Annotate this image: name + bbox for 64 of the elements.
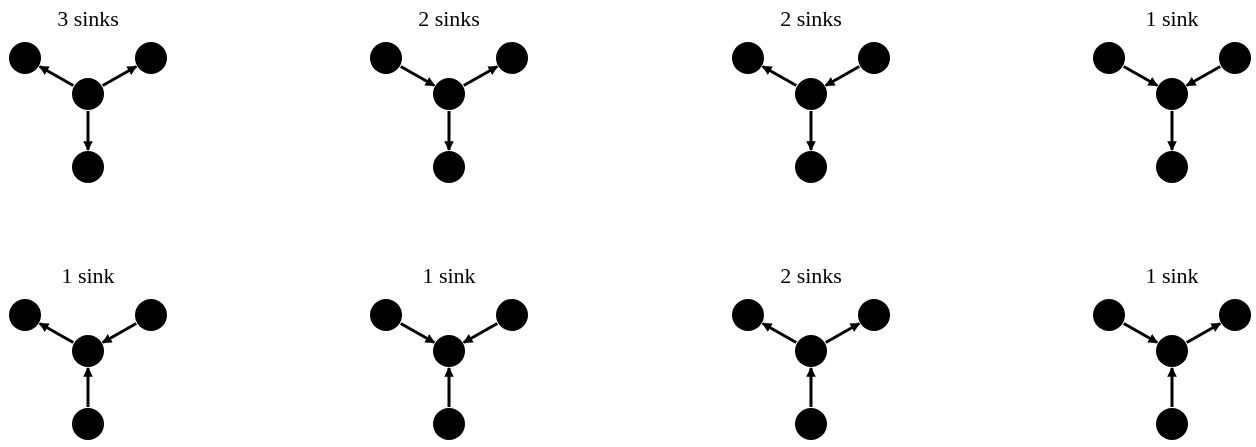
arrow bbox=[1123, 322, 1159, 344]
graph-vertex bbox=[135, 42, 167, 74]
arrow bbox=[38, 65, 74, 87]
arrow bbox=[761, 65, 797, 87]
arrow bbox=[400, 65, 436, 87]
graph-vertex bbox=[433, 335, 465, 367]
graph-vertex bbox=[9, 299, 41, 331]
arrow bbox=[462, 322, 498, 344]
graph-vertex bbox=[433, 151, 465, 183]
graph-vertex bbox=[433, 78, 465, 110]
graph-vertex bbox=[496, 42, 528, 74]
graph-caption: 2 sinks bbox=[417, 6, 481, 32]
arrow bbox=[101, 322, 137, 344]
graph-vertex bbox=[1156, 335, 1188, 367]
graph-vertex bbox=[732, 42, 764, 74]
graph-vertex bbox=[858, 42, 890, 74]
graph-vertex bbox=[72, 335, 104, 367]
arrow bbox=[38, 322, 74, 344]
graph-vertex bbox=[72, 78, 104, 110]
arrow bbox=[102, 65, 138, 87]
graph-vertex bbox=[1219, 299, 1251, 331]
arrow bbox=[463, 65, 499, 87]
arrow bbox=[1123, 65, 1159, 87]
graph-vertex bbox=[370, 299, 402, 331]
graph-caption: 1 sink bbox=[1144, 6, 1200, 32]
graph-vertex bbox=[732, 299, 764, 331]
graph-vertex bbox=[795, 408, 827, 440]
graph-vertex bbox=[795, 78, 827, 110]
graph-caption: 2 sinks bbox=[779, 263, 843, 289]
graph-vertex bbox=[1156, 151, 1188, 183]
arrow bbox=[806, 367, 816, 407]
graph-vertex bbox=[1156, 78, 1188, 110]
graph-vertex bbox=[135, 299, 167, 331]
arrow bbox=[1167, 367, 1177, 407]
graph-vertex bbox=[795, 335, 827, 367]
graph-caption: 1 sink bbox=[421, 263, 477, 289]
graph-caption: 1 sink bbox=[1144, 263, 1200, 289]
graph-vertex bbox=[858, 299, 890, 331]
graph-vertex bbox=[496, 299, 528, 331]
arrow bbox=[824, 65, 860, 87]
arrow bbox=[825, 322, 861, 344]
arrow bbox=[806, 111, 816, 151]
graph-vertex bbox=[1093, 299, 1125, 331]
arrow bbox=[400, 322, 436, 344]
graph-vertex bbox=[795, 151, 827, 183]
graph-vertex bbox=[72, 151, 104, 183]
graph-vertex bbox=[9, 42, 41, 74]
arrow bbox=[1167, 111, 1177, 151]
graph-vertex bbox=[72, 408, 104, 440]
arrow bbox=[1186, 322, 1222, 344]
graph-vertex bbox=[1219, 42, 1251, 74]
arrow bbox=[83, 111, 93, 151]
arrow bbox=[83, 367, 93, 407]
arrow bbox=[444, 111, 454, 151]
graph-vertex bbox=[433, 408, 465, 440]
graph-vertex bbox=[370, 42, 402, 74]
graph-caption: 2 sinks bbox=[779, 6, 843, 32]
graph-vertex bbox=[1156, 408, 1188, 440]
graph-caption: 1 sink bbox=[60, 263, 116, 289]
arrow bbox=[1185, 65, 1221, 87]
arrow bbox=[444, 367, 454, 407]
arrow bbox=[761, 322, 797, 344]
graph-vertex bbox=[1093, 42, 1125, 74]
graph-caption: 3 sinks bbox=[56, 6, 120, 32]
